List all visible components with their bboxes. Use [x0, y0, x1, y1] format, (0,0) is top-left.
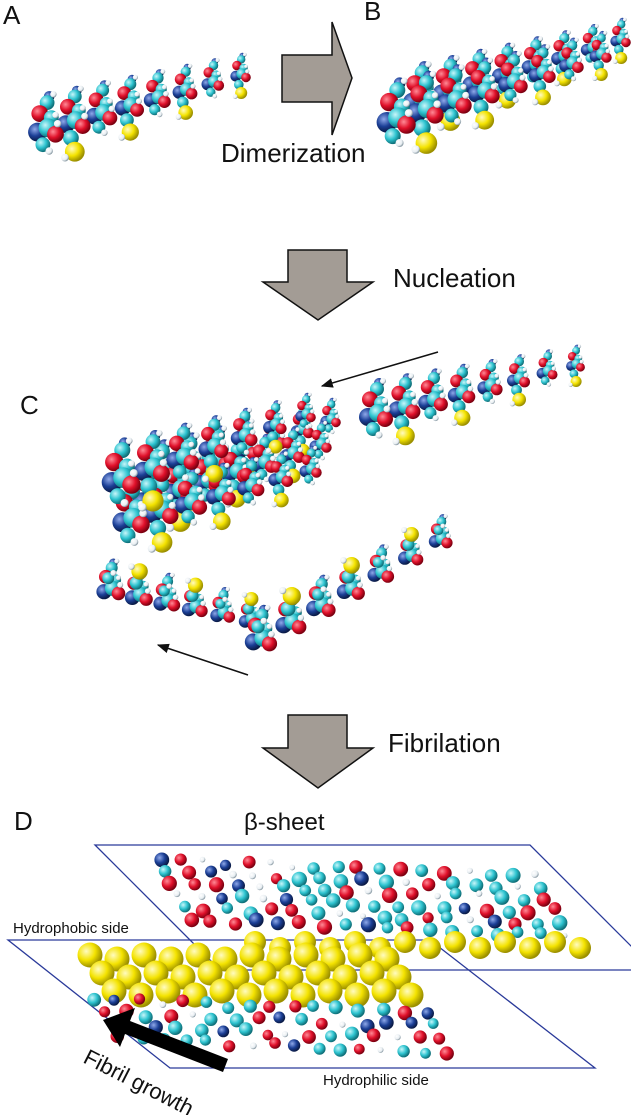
panel-label-c: C: [20, 390, 39, 420]
nucleation-arrow: [260, 249, 376, 321]
panel-label-d: D: [14, 806, 33, 836]
panel-label-a: A: [3, 0, 21, 30]
step-label-fibrilation: Fibrilation: [388, 728, 501, 758]
monomer-join-arrow-bottom: [156, 643, 249, 676]
fibril-growth-arrow: [103, 1008, 228, 1072]
step-label-dimerization: Dimerization: [221, 138, 366, 168]
fibrilation-arrow: [260, 714, 376, 789]
upper-sheet-plane: [93, 844, 631, 971]
panel-label-b: B: [364, 0, 381, 26]
step-label-nucleation: Nucleation: [393, 263, 516, 293]
beta-sheet-label: β-sheet: [244, 809, 325, 836]
hydrophobic-side-label: Hydrophobic side: [13, 920, 129, 937]
hydrophilic-side-label: Hydrophilic side: [323, 1072, 429, 1089]
molecule-layer: [28, 17, 631, 1061]
dimerization-arrow: [281, 21, 353, 136]
monomer-join-arrow-top: [320, 351, 439, 388]
